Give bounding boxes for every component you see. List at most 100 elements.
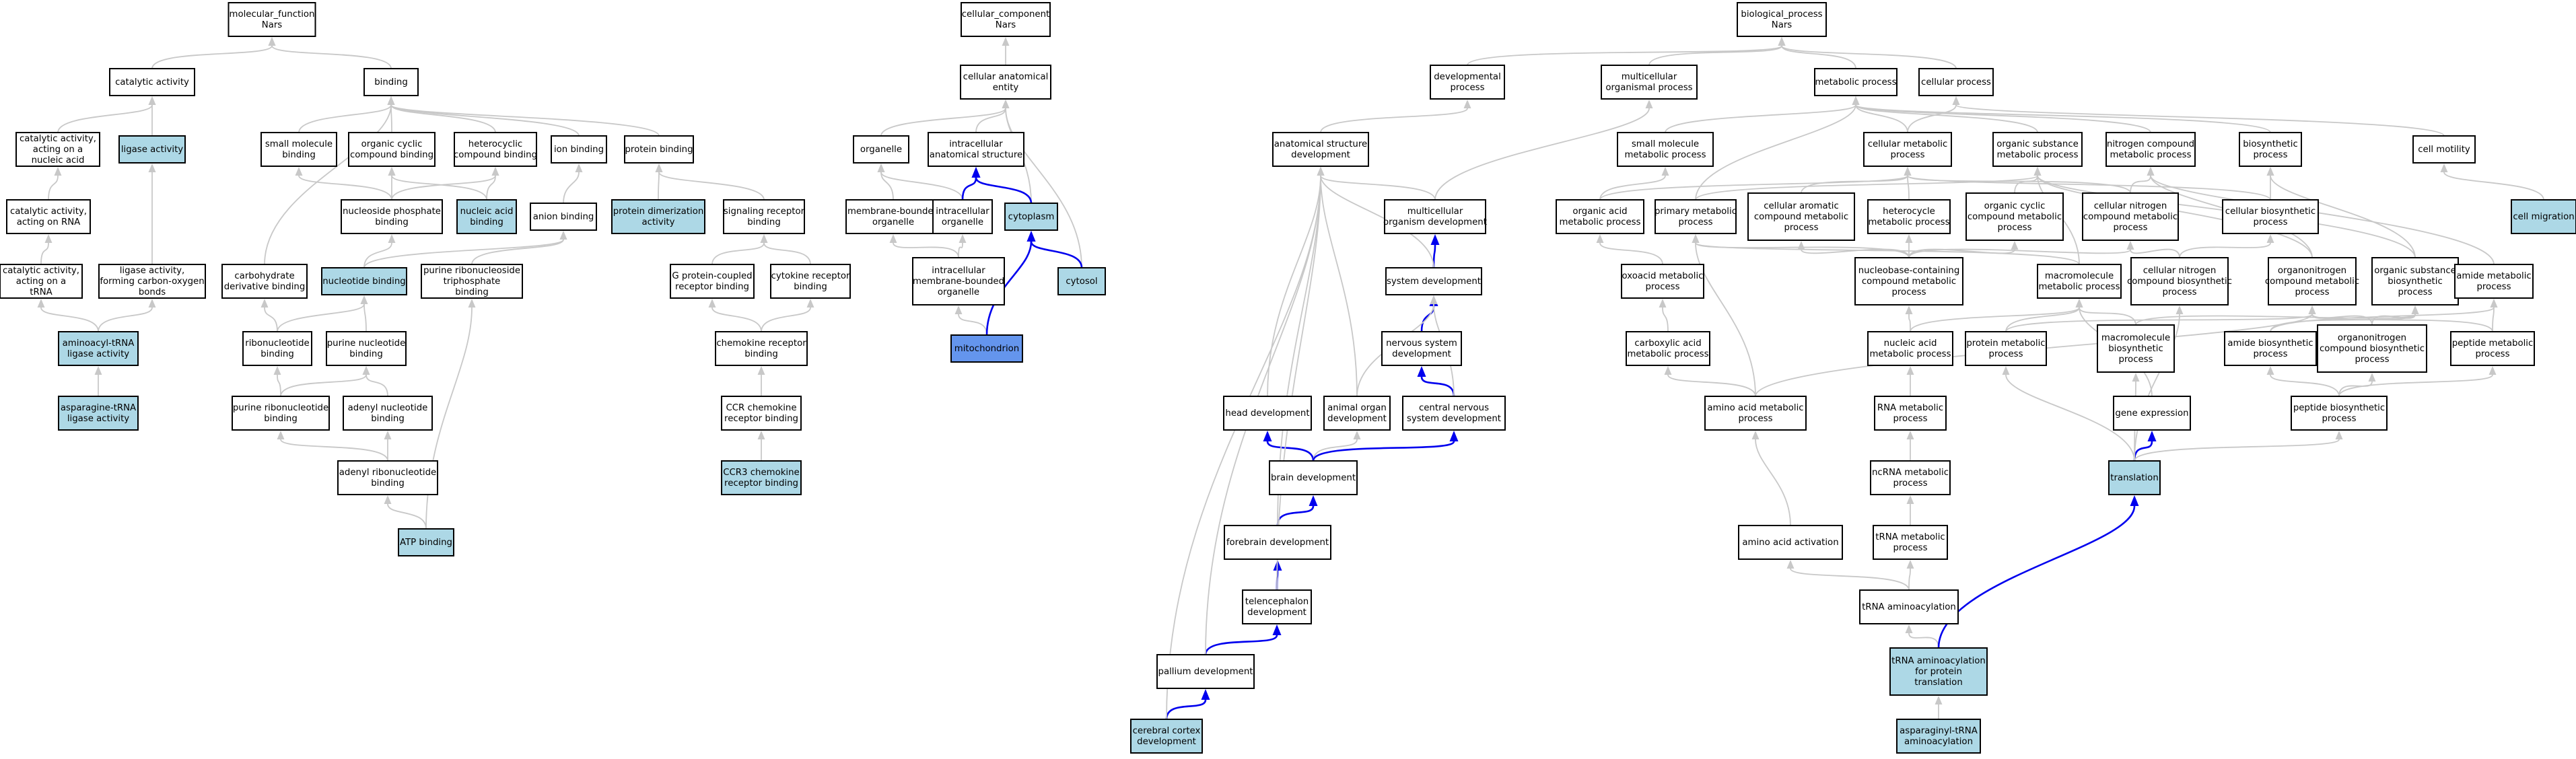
node-cellmot[interactable]: cell motility (2412, 135, 2476, 164)
node-binding[interactable]: binding (363, 68, 419, 96)
node-ionb[interactable]: ion binding (551, 135, 607, 164)
node-sysdev[interactable]: system development (1385, 267, 1482, 295)
node-headdev[interactable]: head development (1223, 396, 1312, 431)
node-ligase[interactable]: ligase activity (118, 135, 186, 164)
node-forebrain[interactable]: forebrain development (1224, 525, 1331, 560)
node-cat_rna[interactable]: catalytic activity,acting on RNA (6, 199, 91, 234)
node-ligase_cob[interactable]: ligase activity,forming carbon-oxygenbon… (98, 264, 206, 299)
node-cellmig[interactable]: cell migration (2511, 199, 2576, 234)
node-anionb[interactable]: anion binding (530, 203, 597, 231)
node-translation[interactable]: translation (2108, 460, 2161, 495)
node-metp[interactable]: metabolic process (1814, 68, 1898, 96)
node-trnaamin[interactable]: tRNA aminoacylation (1859, 589, 1959, 624)
node-geneexp[interactable]: gene expression (2113, 396, 2191, 431)
node-nucb[interactable]: nucleotide binding (321, 267, 407, 295)
node-organelle[interactable]: organelle (853, 135, 909, 164)
node-cellp[interactable]: cellular process (1918, 68, 1994, 96)
node-pallium[interactable]: pallium development (1156, 654, 1255, 689)
node-aaact[interactable]: amino acid activation (1738, 525, 1843, 560)
node-cytoplasm[interactable]: cytoplasm (1004, 203, 1058, 231)
node-protb[interactable]: protein binding (624, 135, 694, 164)
node-braindev[interactable]: brain development (1269, 460, 1358, 495)
node-atpb[interactable]: ATP binding (398, 528, 454, 556)
node-cytosol[interactable]: cytosol (1057, 267, 1106, 295)
node-mito[interactable]: mitochondrion (950, 334, 1023, 363)
node-catact[interactable]: catalytic activity (109, 68, 195, 96)
